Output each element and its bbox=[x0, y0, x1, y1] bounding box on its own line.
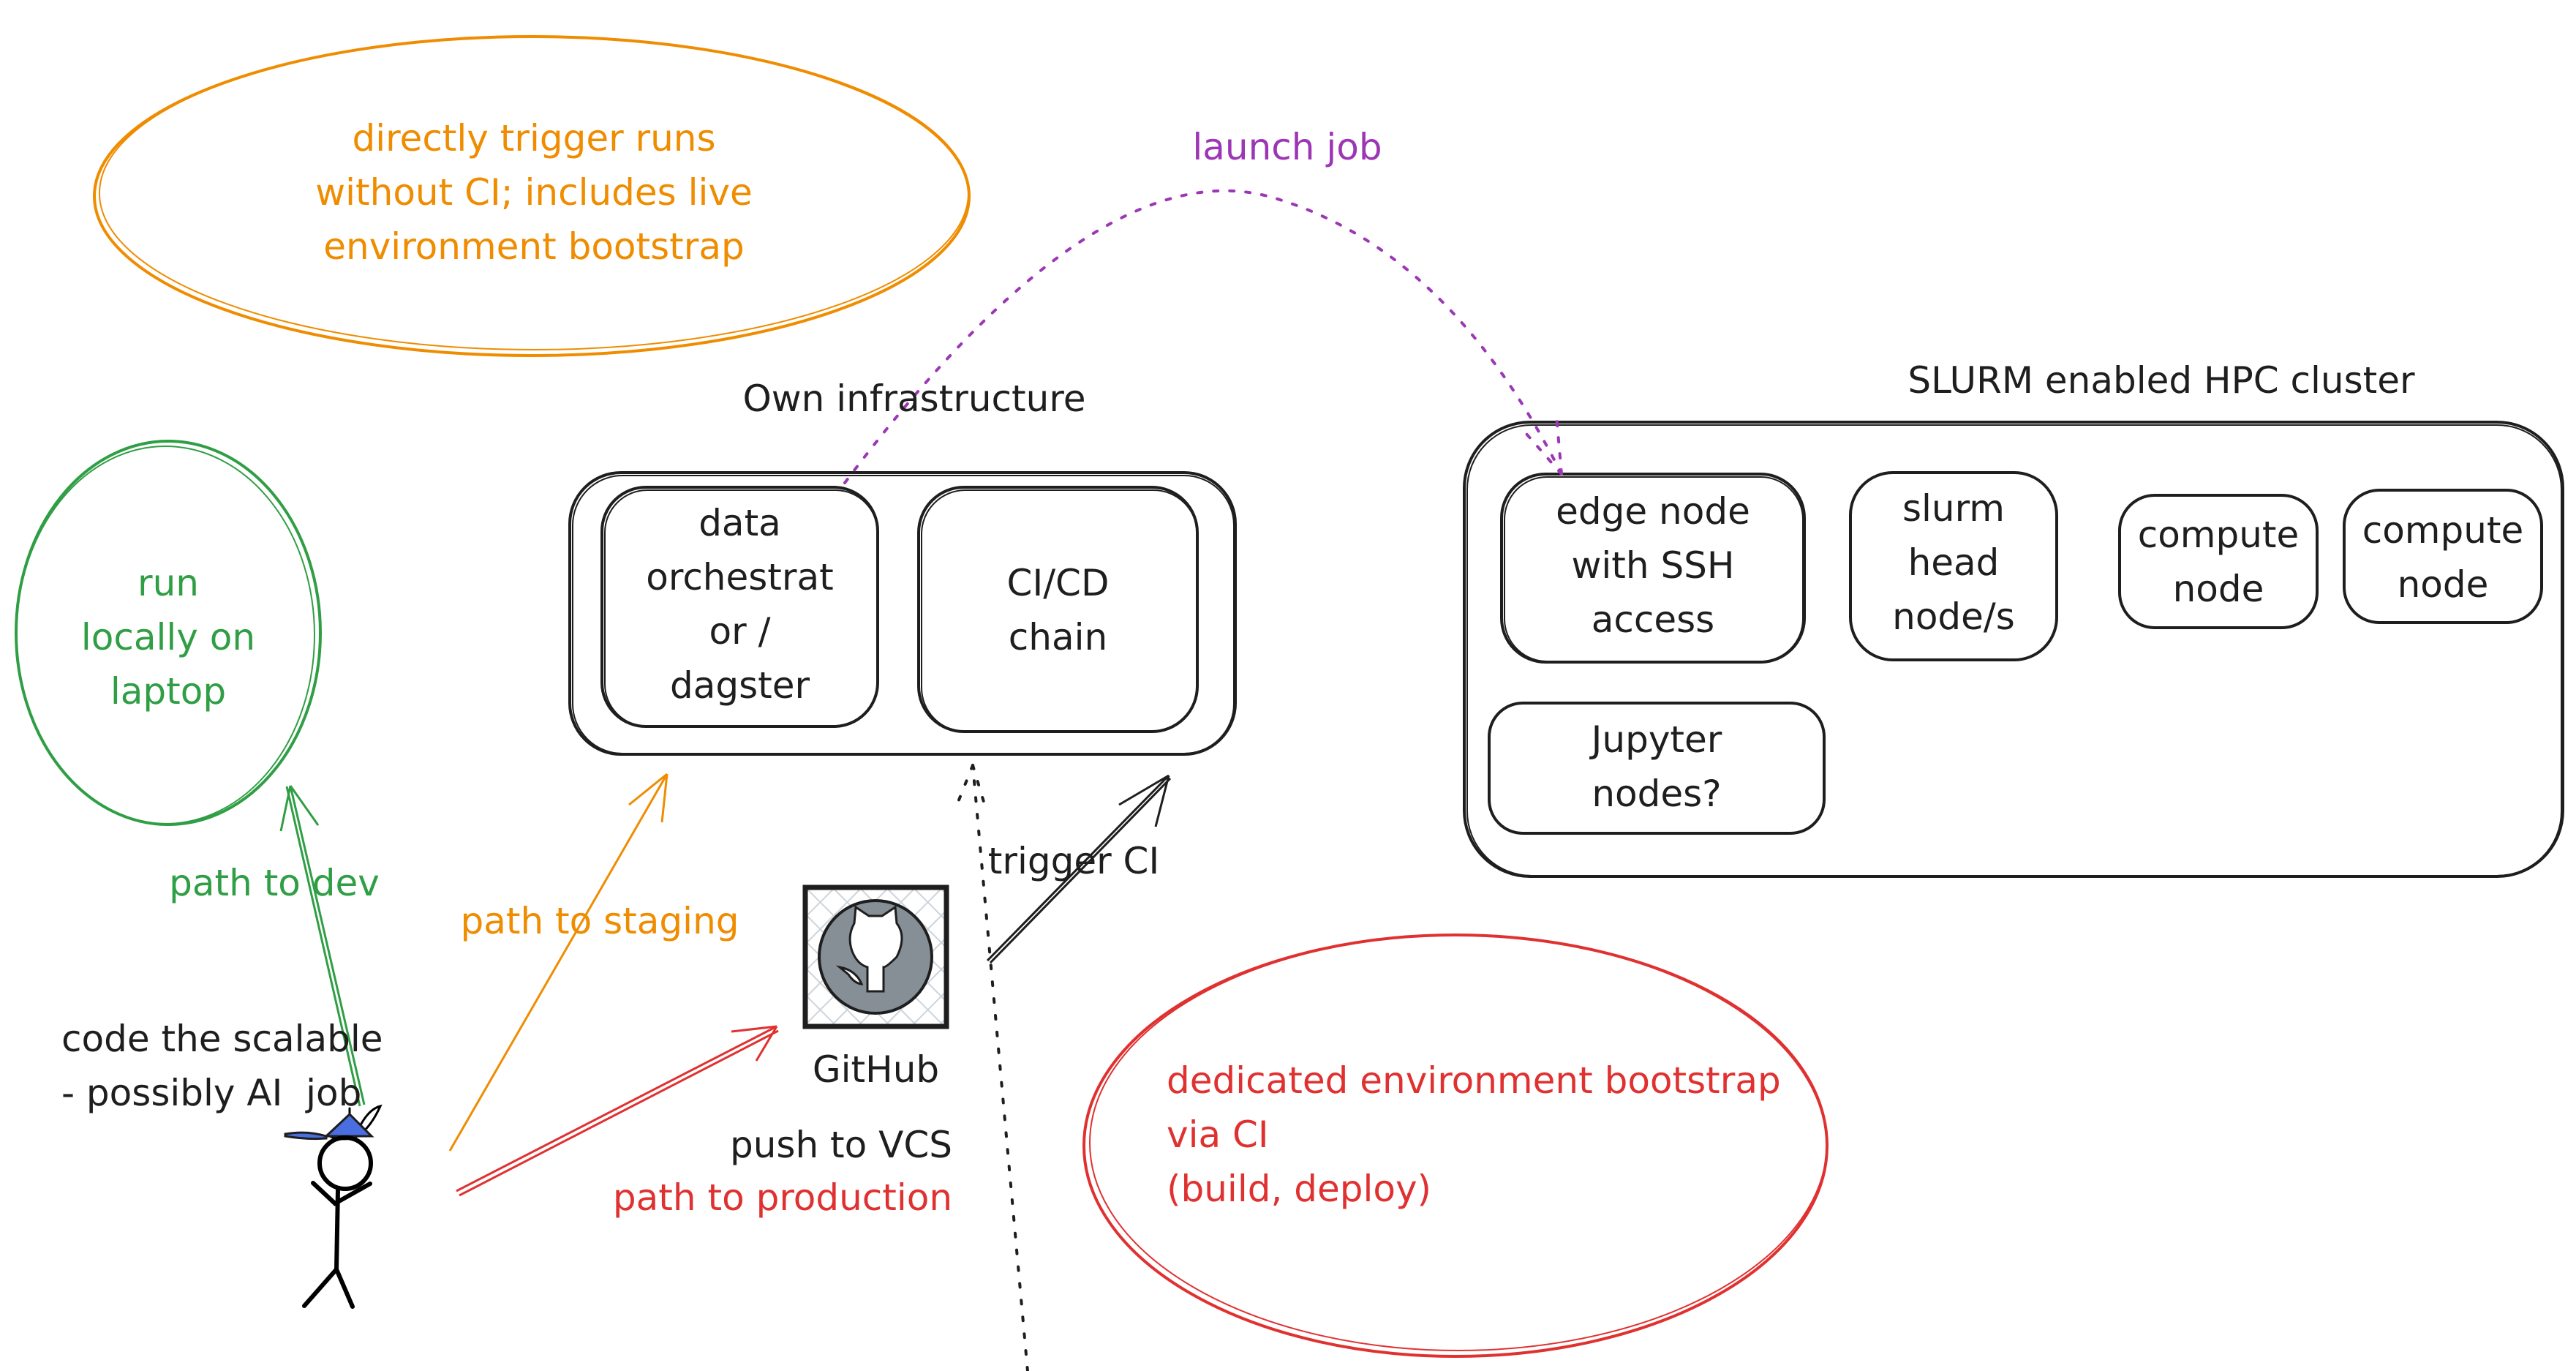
run-locally-circle bbox=[15, 440, 322, 826]
github-octocat-icon bbox=[802, 884, 949, 1029]
compute-node-box-1 bbox=[2118, 494, 2319, 629]
launch-job-arrow bbox=[843, 189, 1563, 484]
path-to-dev-arrow bbox=[279, 785, 366, 1107]
hpc-cluster-box bbox=[1463, 421, 2564, 878]
developer-label: code the scalable - possibly AI job bbox=[61, 1018, 383, 1114]
compute-node-box-2 bbox=[2343, 489, 2543, 624]
jupyter-nodes-label: Jupyter nodes? bbox=[1591, 718, 1722, 815]
path-to-production-label: path to production bbox=[612, 1176, 953, 1219]
slurm-head-node-box bbox=[1849, 471, 2058, 661]
compute-node-label-2: compute node bbox=[2362, 509, 2524, 606]
data-orchestrator-node bbox=[600, 486, 879, 728]
direct-trigger-note: directly trigger runs without CI; includ… bbox=[315, 117, 753, 268]
ci-cd-chain-node bbox=[917, 486, 1199, 733]
data-orchestrator-label: data orchestrat or / dagster bbox=[646, 502, 834, 707]
edge-node-label: edge node with SSH access bbox=[1556, 490, 1750, 641]
path-to-production-arrow bbox=[456, 1025, 779, 1197]
jupyter-nodes-box bbox=[1488, 702, 1826, 835]
own-infrastructure-box bbox=[568, 471, 1237, 756]
deployment-dotted-line bbox=[957, 764, 1029, 1371]
path-to-staging-arrow bbox=[448, 773, 669, 1152]
ci-cd-chain-label: CI/CD chain bbox=[1006, 562, 1110, 658]
push-to-vcs-label: push to VCS bbox=[729, 1124, 952, 1166]
trigger-ci-arrow bbox=[986, 774, 1172, 964]
direct-trigger-ellipse bbox=[93, 35, 971, 357]
launch-job-label: launch job bbox=[1192, 126, 1382, 168]
hpc-cluster-title: SLURM enabled HPC cluster bbox=[1907, 359, 2415, 402]
path-to-dev-label: path to dev bbox=[169, 862, 380, 904]
compute-node-label-1: compute node bbox=[2137, 514, 2300, 610]
dedicated-bootstrap-ellipse bbox=[1082, 934, 1829, 1358]
github-label: GitHub bbox=[812, 1048, 940, 1091]
run-locally-note: run locally on laptop bbox=[80, 562, 256, 713]
stick-figure-propeller-hat-icon bbox=[284, 1104, 383, 1309]
edge-node-box bbox=[1500, 473, 1806, 664]
own-infrastructure-title: Own infrastructure bbox=[742, 378, 1086, 420]
trigger-ci-label: trigger CI bbox=[987, 840, 1160, 882]
dedicated-bootstrap-note: dedicated environment bootstrap via CI (… bbox=[1167, 1059, 1781, 1210]
path-to-staging-label: path to staging bbox=[460, 900, 739, 942]
slurm-head-node-label: slurm head node/s bbox=[1892, 487, 2015, 638]
